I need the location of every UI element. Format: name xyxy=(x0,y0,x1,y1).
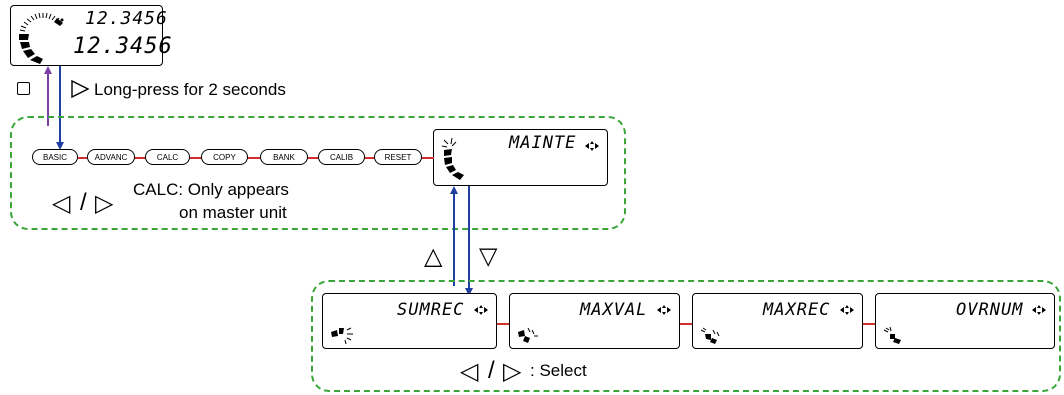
right-nav-glyph: ▷ xyxy=(95,189,114,217)
menu-item-advanc[interactable]: ADVANC xyxy=(87,149,135,165)
up-button-glyph: △ xyxy=(424,242,443,270)
menu-item-bank[interactable]: BANK xyxy=(260,149,308,165)
select-label: : Select xyxy=(530,361,587,380)
maxval-icon xyxy=(518,327,538,343)
menu-item-reset[interactable]: RESET xyxy=(374,149,422,165)
menu-group-box xyxy=(10,116,626,230)
lcd-line-2: 12.3456 xyxy=(73,34,173,59)
menu-item-basic[interactable]: BASIC xyxy=(32,149,78,165)
ovrnum-icon xyxy=(883,326,901,344)
submenu-connector-1 xyxy=(496,323,510,325)
menu-item-calib[interactable]: CALIB xyxy=(318,149,365,165)
maxval-label: MAXVAL xyxy=(580,300,648,320)
submenu-nav-separator: / xyxy=(488,357,495,384)
submenu-lcd-ovrnum[interactable]: OVRNUM xyxy=(875,293,1055,349)
menu-connector-line xyxy=(78,157,434,159)
submenu-lcd-maxrec[interactable]: MAXREC xyxy=(692,293,863,349)
bargraph-icon xyxy=(19,12,64,64)
nav-separator: / xyxy=(80,189,87,216)
blue-down-arrow-2 xyxy=(465,186,473,296)
mainte-bargraph-icon xyxy=(441,137,464,180)
main-lcd-display: 12.3456 12.3456 xyxy=(10,5,172,66)
calc-note-line-1: CALC: Only appears xyxy=(133,180,289,199)
sumrec-label: SUMREC xyxy=(397,300,465,320)
down-button-glyph: ▽ xyxy=(479,242,498,270)
left-nav-glyph: ◁ xyxy=(52,189,71,217)
four-way-arrow-icon xyxy=(474,305,488,315)
blue-up-arrow xyxy=(450,186,458,286)
mainte-lcd-display[interactable]: MAINTE xyxy=(433,129,608,186)
submenu-connector-3 xyxy=(862,323,876,325)
right-button-icon xyxy=(71,79,90,99)
lcd-line-1: 12.3456 xyxy=(85,8,168,29)
mainte-connector-line xyxy=(422,157,434,159)
submenu-lcd-maxval[interactable]: MAXVAL xyxy=(509,293,680,349)
calc-note-line-2: on master unit xyxy=(179,203,287,222)
four-way-arrow-icon xyxy=(585,141,599,151)
submenu-left-nav-glyph: ◁ xyxy=(460,357,479,385)
sumrec-icon xyxy=(331,327,353,345)
long-press-instruction: Long-press for 2 seconds xyxy=(94,80,286,99)
maxrec-label: MAXREC xyxy=(763,300,831,320)
four-way-arrow-icon xyxy=(1032,305,1046,315)
submenu-lcd-sumrec[interactable]: SUMREC xyxy=(322,293,497,349)
menu-item-calc[interactable]: CALC xyxy=(145,149,190,165)
mainte-label: MAINTE xyxy=(509,133,577,153)
submenu-connector-2 xyxy=(679,323,693,325)
blue-down-arrow xyxy=(56,66,64,150)
four-way-arrow-icon xyxy=(840,305,854,315)
square-button-icon xyxy=(17,82,30,95)
four-way-arrow-icon xyxy=(657,305,671,315)
menu-item-copy[interactable]: COPY xyxy=(201,149,248,165)
submenu-group-box xyxy=(311,280,1061,392)
submenu-right-nav-glyph: ▷ xyxy=(503,357,522,385)
ovrnum-label: OVRNUM xyxy=(956,300,1024,320)
maxrec-icon xyxy=(700,327,720,344)
